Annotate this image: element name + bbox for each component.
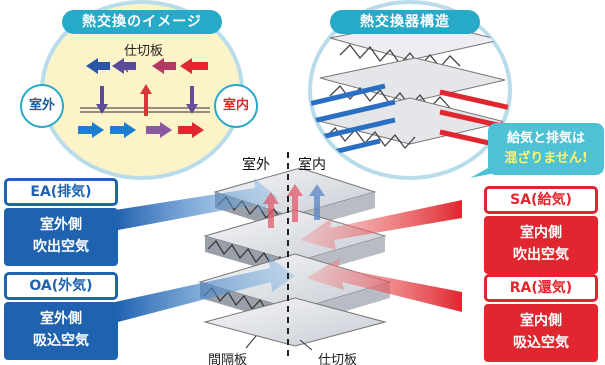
spacer-leader xyxy=(245,335,257,349)
partition-plate-label: 仕切板 xyxy=(318,353,358,365)
sa-line-2: 吹出空気 xyxy=(513,247,569,263)
sa-body: 室内側 吹出空気 xyxy=(484,216,598,274)
arrow-top-3 xyxy=(152,58,176,74)
rise-arrow-2 xyxy=(287,184,303,222)
ea-line-1: 室外側 xyxy=(40,217,82,233)
right-panel-title: 熱交換器構造 xyxy=(330,10,480,34)
red-arrow-sa xyxy=(300,200,462,250)
stack-plate-4 xyxy=(203,297,387,347)
ea-label-box: EA(排気) 室外側 吹出空気 xyxy=(4,178,124,268)
note-line-2: 混ざりません! xyxy=(504,151,588,166)
left-inside-badge: 室内 xyxy=(214,84,258,128)
ra-line-2: 吸込空気 xyxy=(513,335,569,351)
left-panel-title: 熱交換のイメージ xyxy=(62,10,222,34)
sa-title: SA(給気) xyxy=(484,186,598,214)
rise-arrow-1 xyxy=(263,192,279,228)
no-mixing-note: 給気と排気は 混ざりません! xyxy=(488,123,604,175)
ra-line-1: 室内側 xyxy=(520,313,562,329)
note-line-1: 給気と排気は xyxy=(506,131,585,146)
arrow-up-1 xyxy=(140,84,152,116)
oa-line-2: 吸込空気 xyxy=(33,333,89,349)
ea-line-2: 吹出空気 xyxy=(33,239,89,255)
left-top-arrows xyxy=(86,58,208,74)
arrow-down-1 xyxy=(96,86,108,114)
arrow-down-2 xyxy=(186,86,198,114)
oa-body: 室外側 吸込空気 xyxy=(4,302,118,360)
oa-title: OA(外気) xyxy=(4,272,118,300)
arrow-top-4 xyxy=(180,58,208,74)
main-outside-label: 室外 xyxy=(242,157,270,173)
arrow-bottom-2 xyxy=(110,122,136,138)
arrow-bottom-1 xyxy=(78,122,104,138)
sa-line-1: 室内側 xyxy=(520,225,562,241)
ra-label-box: RA(還気) 室内側 吸込空気 xyxy=(484,274,604,364)
blue-arrow-ea xyxy=(115,178,278,230)
left-vertical-arrows xyxy=(96,84,198,116)
oa-label-box: OA(外気) 室外側 吸込空気 xyxy=(4,272,124,362)
arrow-top-2 xyxy=(112,58,136,74)
arrow-top-1 xyxy=(86,58,110,74)
mini-red-1 xyxy=(439,89,510,113)
mini-plate-2 xyxy=(319,57,506,103)
left-bottom-arrows xyxy=(78,122,204,138)
mini-blue-1 xyxy=(310,83,386,109)
spacer-plate-label: 間隔板 xyxy=(208,353,248,365)
partition-leader-2 xyxy=(299,339,313,351)
ea-title: EA(排気) xyxy=(4,178,118,206)
left-partition-label: 仕切板 xyxy=(124,44,164,59)
main-inside-label: 室内 xyxy=(298,157,326,173)
ra-title: RA(還気) xyxy=(484,274,598,302)
red-arrow-ra xyxy=(306,258,462,312)
left-outside-badge: 室外 xyxy=(20,84,64,128)
arrow-bottom-3 xyxy=(146,122,172,138)
oa-line-1: 室外側 xyxy=(40,311,82,327)
blue-arrow-oa xyxy=(115,256,295,322)
ea-body: 室外側 吹出空気 xyxy=(4,208,118,266)
arrow-bottom-4 xyxy=(178,122,204,138)
rise-arrow-3 xyxy=(309,184,325,220)
sa-label-box: SA(給気) 室内側 吹出空気 xyxy=(484,186,604,276)
ra-body: 室内側 吸込空気 xyxy=(484,304,598,362)
